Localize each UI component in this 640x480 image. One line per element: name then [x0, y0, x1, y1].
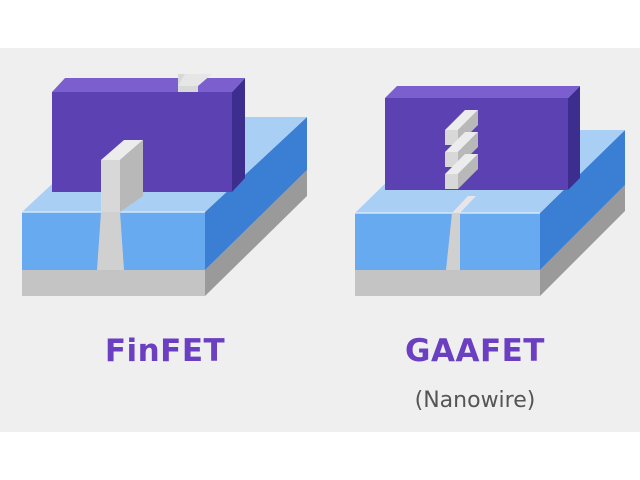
finfet-substrate	[22, 170, 307, 296]
gaafet-gate	[385, 86, 580, 190]
gaafet-channel-slit-top	[452, 196, 476, 213]
nanowire-bottom	[445, 154, 478, 189]
gaafet-subtitle: (Nanowire)	[414, 388, 536, 413]
gaafet-nanowire-stack	[445, 110, 478, 189]
finfet-fin-front	[101, 140, 143, 212]
finfet-illustration	[22, 74, 307, 296]
finfet-gate	[52, 78, 245, 192]
gaafet-title: GAAFET	[405, 333, 545, 369]
finfet-fin-base	[97, 212, 124, 270]
gaafet-substrate	[355, 185, 625, 296]
gaafet-illustration	[355, 86, 625, 296]
finfet-fin-back	[178, 74, 212, 92]
gaafet-channel-slit	[446, 213, 460, 270]
finfet-title: FinFET	[104, 333, 226, 369]
